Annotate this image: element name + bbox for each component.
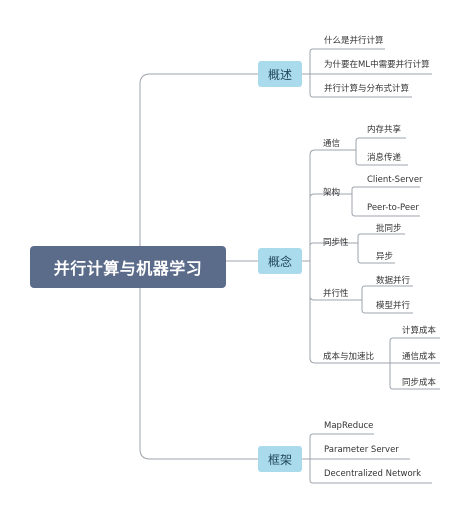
- framework-item[interactable]: MapReduce: [324, 421, 374, 431]
- concept-item[interactable]: 数据并行: [376, 276, 411, 286]
- concept-group-communication[interactable]: 通信: [323, 139, 341, 149]
- concept-item[interactable]: Peer-to-Peer: [367, 203, 419, 213]
- concept-item[interactable]: Client-Server: [367, 175, 423, 185]
- framework-item[interactable]: Parameter Server: [324, 445, 399, 455]
- concept-item[interactable]: 通信成本: [402, 352, 437, 362]
- concept-group-synchronization[interactable]: 同步性: [323, 238, 349, 248]
- overview-item[interactable]: 什么是并行计算: [324, 36, 384, 46]
- concept-item[interactable]: 模型并行: [376, 301, 411, 311]
- concept-group-architecture[interactable]: 架构: [323, 188, 341, 198]
- overview-item[interactable]: 并行计算与分布式计算: [324, 84, 410, 94]
- root-node[interactable]: 并行计算与机器学习: [30, 246, 226, 288]
- overview-item[interactable]: 为什要在ML中需要并行计算: [324, 60, 430, 70]
- concept-item[interactable]: 批同步: [376, 224, 402, 234]
- framework-item[interactable]: Decentralized Network: [324, 469, 422, 479]
- concept-group-cost-speedup[interactable]: 成本与加速比: [323, 352, 375, 362]
- concept-item[interactable]: 异步: [376, 252, 394, 262]
- topic-overview[interactable]: 概述: [258, 61, 302, 87]
- concept-item[interactable]: 计算成本: [402, 326, 437, 336]
- topic-concepts[interactable]: 概念: [258, 248, 302, 274]
- connector-root-frameworks: [139, 267, 258, 460]
- concept-item[interactable]: 同步成本: [402, 378, 437, 388]
- concept-item[interactable]: 消息传递: [367, 153, 402, 163]
- concept-group-parallelism[interactable]: 并行性: [323, 289, 349, 299]
- concept-item[interactable]: 内存共享: [367, 125, 402, 135]
- topic-frameworks[interactable]: 框架: [258, 446, 302, 472]
- connector-root-overview: [139, 73, 258, 267]
